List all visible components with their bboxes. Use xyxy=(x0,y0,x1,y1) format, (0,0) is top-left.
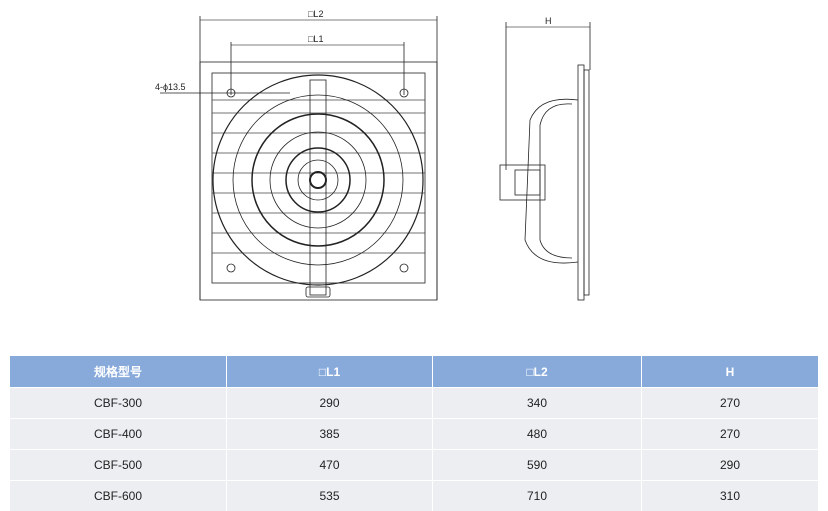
cell-h: 290 xyxy=(641,449,818,481)
cell-model: CBF-500 xyxy=(10,449,227,481)
cell-h: 310 xyxy=(641,480,818,511)
cell-l2: 710 xyxy=(432,480,642,511)
header-h: H xyxy=(641,356,818,388)
cell-l2: 340 xyxy=(432,387,642,419)
cell-model: CBF-400 xyxy=(10,418,227,450)
hole-dimension-label: 4-ϕ13.5 xyxy=(155,82,186,92)
side-view xyxy=(499,22,591,301)
h-dimension-label: H xyxy=(545,16,552,26)
cell-l2: 480 xyxy=(432,418,642,450)
front-view xyxy=(160,16,438,301)
cell-model: CBF-300 xyxy=(10,387,227,419)
header-l2: □L2 xyxy=(432,356,642,388)
l1-dimension-label: □L1 xyxy=(308,34,323,44)
cell-h: 270 xyxy=(641,387,818,419)
cell-l1: 535 xyxy=(226,480,433,511)
cell-model: CBF-600 xyxy=(10,480,227,511)
cell-l2: 590 xyxy=(432,449,642,481)
table-header-row: 规格型号 □L1 □L2 H xyxy=(10,356,818,388)
cell-l1: 385 xyxy=(226,418,433,450)
l2-dimension-label: □L2 xyxy=(308,9,323,19)
fan-dimension-drawing: □L2 □L1 4-ϕ13.5 H xyxy=(155,9,591,301)
cell-l1: 470 xyxy=(226,449,433,481)
cell-l1: 290 xyxy=(226,387,433,419)
header-l1: □L1 xyxy=(226,356,433,388)
cell-h: 270 xyxy=(641,418,818,450)
header-model: 规格型号 xyxy=(10,356,227,388)
